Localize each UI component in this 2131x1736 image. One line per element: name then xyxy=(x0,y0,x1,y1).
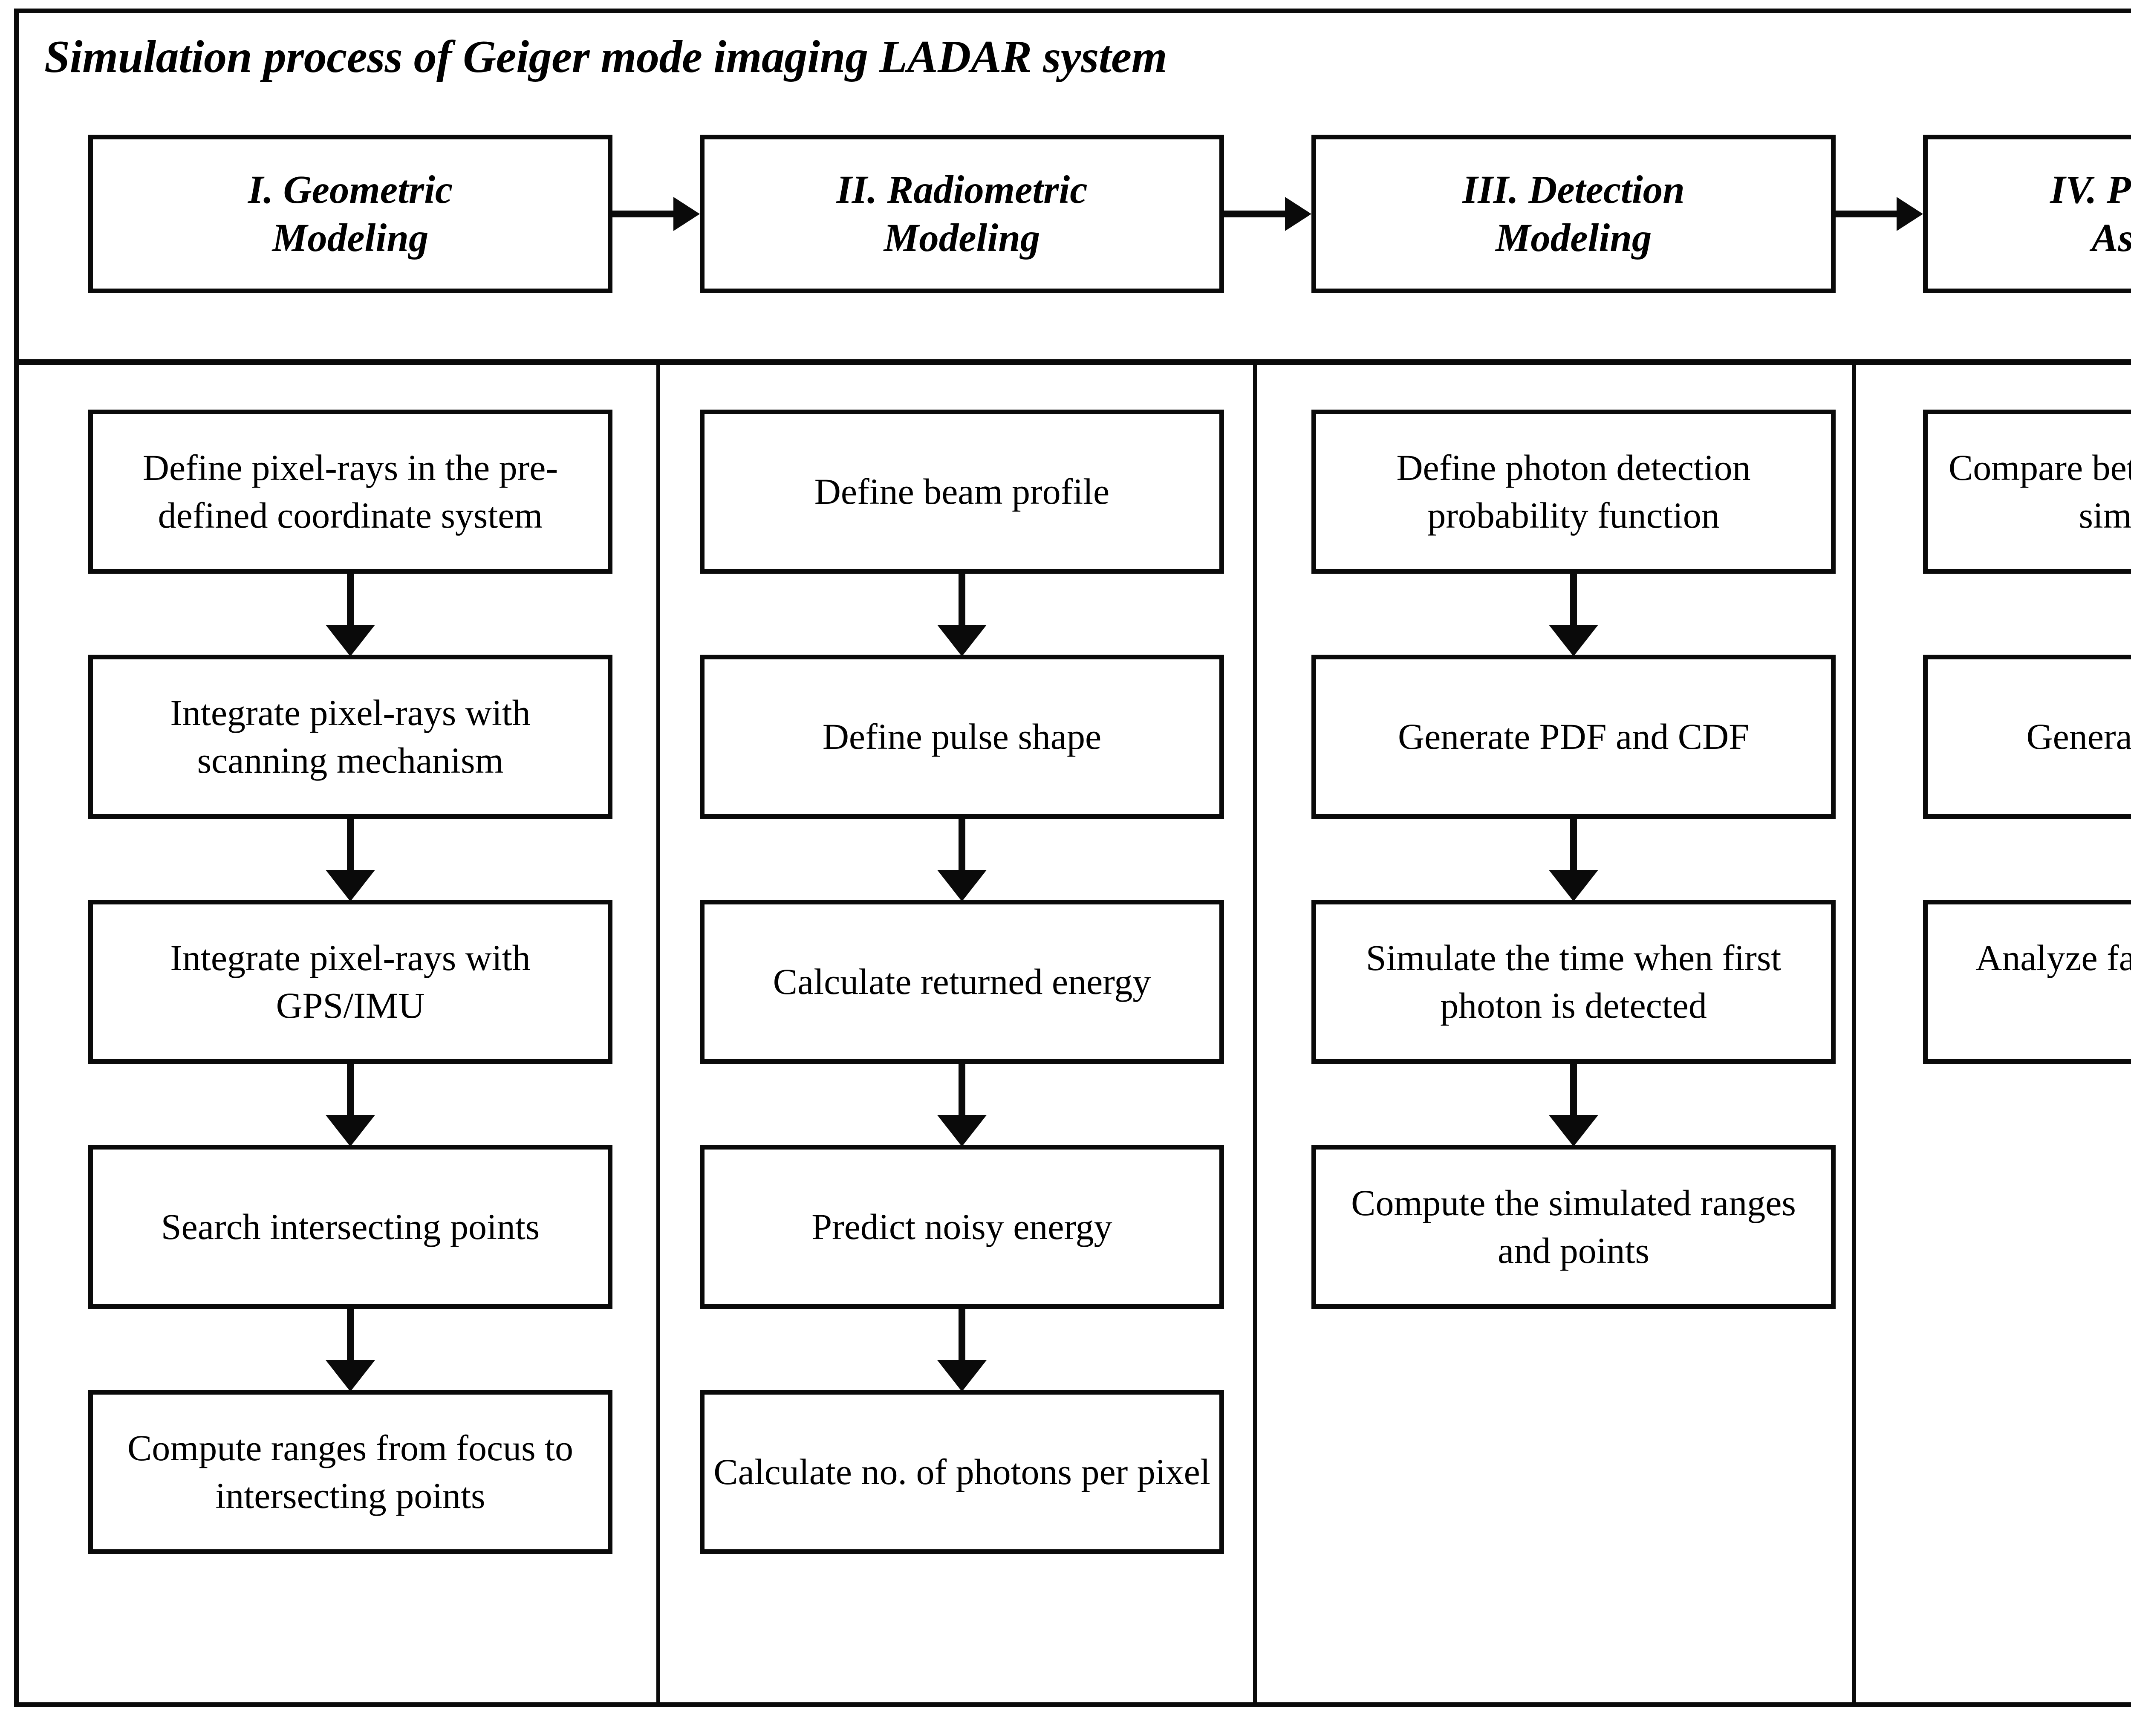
step-label: Predict noisy energy xyxy=(811,1206,1112,1247)
stage-header-label: IV. Performance Assessment xyxy=(2050,166,2131,263)
stage-header-geometric-modeling[interactable]: I. Geometric Modeling xyxy=(88,135,612,293)
step-box[interactable]: Define beam profile xyxy=(700,410,1224,574)
step-label: Integrate pixel-rays with GPS/IMU xyxy=(170,937,531,1026)
stage-header-radiometric-modeling[interactable]: II. Radiometric Modeling xyxy=(700,135,1224,293)
step-box[interactable]: Compare between reference and simulated … xyxy=(1923,410,2131,574)
step-box[interactable]: Generate error matrix xyxy=(1923,655,2131,819)
step-label: Define pixel-rays in the pre-defined coo… xyxy=(142,447,558,536)
stage-header-line1: II. Radiometric xyxy=(836,168,1088,212)
stage-header-line1: III. Detection xyxy=(1462,168,1685,212)
step-label: Compare between reference and simulated … xyxy=(1948,447,2131,536)
step-label: Generate PDF and CDF xyxy=(1398,716,1750,757)
stage-header-performance-assessment[interactable]: IV. Performance Assessment xyxy=(1923,135,2131,293)
step-label: Integrate pixel-rays with scanning mecha… xyxy=(170,692,531,781)
step-label: Define pulse shape xyxy=(822,716,1102,757)
step-label: Define beam profile xyxy=(814,471,1110,512)
step-label: Generate error matrix xyxy=(2026,716,2131,757)
step-box[interactable]: Analyze false alarm rate and outliers xyxy=(1923,900,2131,1064)
step-label: Analyze false alarm rate and outliers xyxy=(1975,937,2131,1026)
stage-header-line1: IV. Performance xyxy=(2050,168,2131,212)
step-label: Define photon detection probability func… xyxy=(1396,447,1751,536)
step-box[interactable]: Search intersecting points xyxy=(88,1145,612,1309)
step-label: Compute ranges from focus to intersectin… xyxy=(127,1427,574,1516)
step-box[interactable]: Predict noisy energy xyxy=(700,1145,1224,1309)
step-box[interactable]: Calculate returned energy xyxy=(700,900,1224,1064)
stage-header-detection-modeling[interactable]: III. Detection Modeling xyxy=(1311,135,1836,293)
stage-header-line2: Modeling xyxy=(272,216,429,260)
stage-header-line2: Modeling xyxy=(1495,216,1652,260)
step-label: Simulate the time when first photon is d… xyxy=(1366,937,1782,1026)
stage-header-label: III. Detection Modeling xyxy=(1462,166,1685,263)
step-box[interactable]: Simulate the time when first photon is d… xyxy=(1311,900,1836,1064)
step-box[interactable]: Define photon detection probability func… xyxy=(1311,410,1836,574)
column-divider-2 xyxy=(1253,365,1257,1703)
step-label: Search intersecting points xyxy=(161,1206,540,1247)
step-box[interactable]: Compute the simulated ranges and points xyxy=(1311,1145,1836,1309)
step-label: Calculate returned energy xyxy=(773,961,1151,1002)
step-label: Compute the simulated ranges and points xyxy=(1351,1182,1796,1271)
step-label: Calculate no. of photons per pixel xyxy=(713,1451,1210,1492)
step-box[interactable]: Integrate pixel-rays with scanning mecha… xyxy=(88,655,612,819)
outer-frame: Simulation process of Geiger mode imagin… xyxy=(14,9,2131,1707)
step-box[interactable]: Compute ranges from focus to intersectin… xyxy=(88,1390,612,1554)
step-box[interactable]: Define pulse shape xyxy=(700,655,1224,819)
step-box[interactable]: Integrate pixel-rays with GPS/IMU xyxy=(88,900,612,1064)
stage-header-label: II. Radiometric Modeling xyxy=(836,166,1087,263)
figure-title: Simulation process of Geiger mode imagin… xyxy=(44,32,1167,82)
column-divider-3 xyxy=(1852,365,1856,1703)
stage-header-line2: Modeling xyxy=(884,216,1040,260)
stage-header-label: I. Geometric Modeling xyxy=(248,166,453,263)
column-divider-1 xyxy=(656,365,660,1703)
stage-header-line2: Assessment xyxy=(2091,216,2131,260)
header-divider-line xyxy=(19,359,2131,365)
step-box[interactable]: Define pixel-rays in the pre-defined coo… xyxy=(88,410,612,574)
step-box[interactable]: Calculate no. of photons per pixel xyxy=(700,1390,1224,1554)
stage-header-line1: I. Geometric xyxy=(248,168,453,212)
step-box[interactable]: Generate PDF and CDF xyxy=(1311,655,1836,819)
